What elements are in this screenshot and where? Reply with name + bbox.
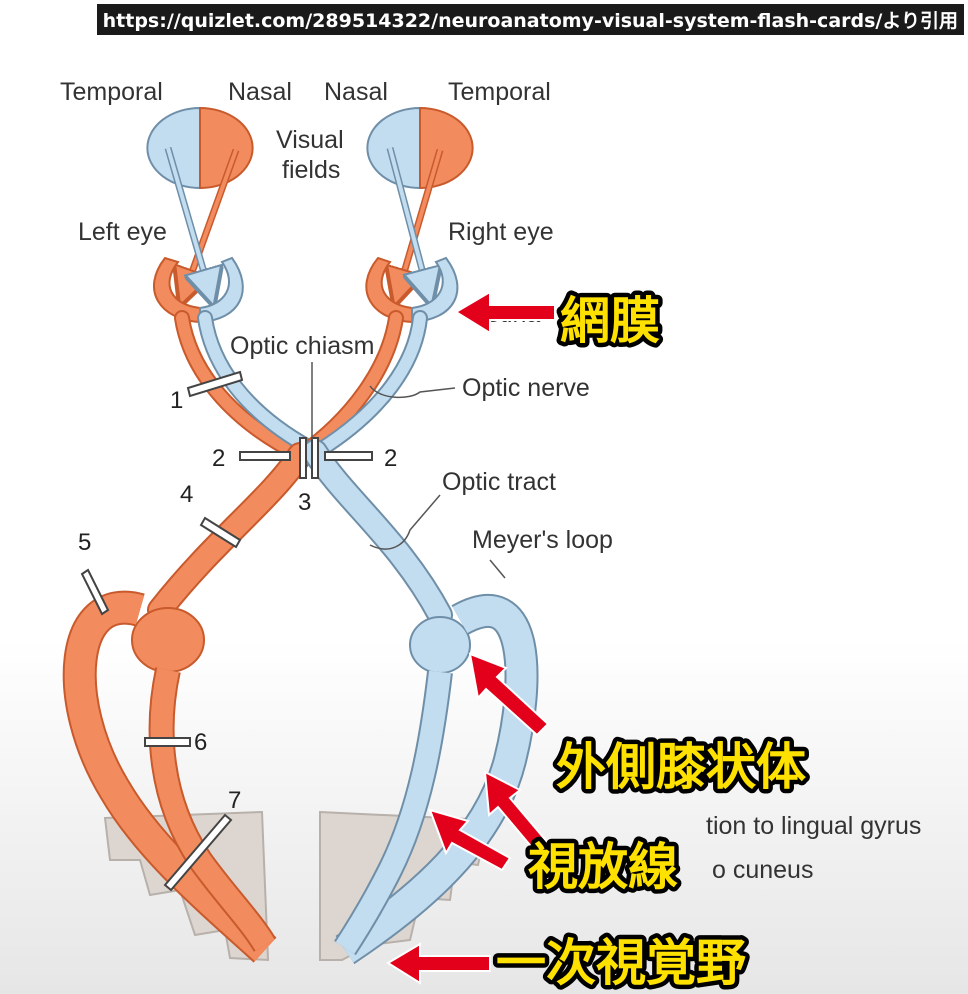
lesion-number-7: 7 [228, 787, 241, 814]
arrow-retina [454, 290, 556, 335]
label-left-eye: Left eye [78, 218, 167, 246]
label-cuneus: o cuneus [712, 856, 813, 884]
japanese-callouts: 網膜 外側膝状体 視放線 一次視覚野 [492, 288, 811, 994]
right-lgn [409, 616, 471, 674]
left-optic-radiation [62, 590, 277, 963]
source-banner: https://quizlet.com/289514322/neuroanato… [96, 4, 964, 35]
right-optic-tract [302, 439, 453, 628]
label-optic-nerve: Optic nerve [462, 374, 590, 402]
label-right-eye: Right eye [448, 218, 554, 246]
red-arrows [386, 290, 556, 985]
left-optic-tract [147, 442, 313, 623]
arrow-lgn [468, 652, 550, 737]
label-lingual-gyrus: tion to lingual gyrus [706, 812, 921, 840]
right-retina [365, 256, 459, 324]
callout-lgn: 外側膝状体 [556, 738, 806, 796]
label-temporal-left: Temporal [60, 78, 163, 106]
label-optic-tract: Optic tract [442, 468, 556, 496]
label-visual-fields-line1: Visual [276, 126, 344, 154]
label-nasal-right: Nasal [324, 78, 388, 106]
label-meyers-loop: Meyer's loop [472, 526, 613, 554]
arrow-radiation-lower [428, 808, 512, 872]
lesion-marks [80, 370, 373, 892]
lesion-number-4: 4 [180, 481, 193, 508]
callout-optic-radiation: 視放線 [528, 838, 678, 896]
right-visual-field [366, 106, 474, 190]
lesion-numbers: 1 2 2 3 4 5 6 7 [78, 387, 397, 814]
lesion-number-1: 1 [170, 387, 183, 414]
lesion-number-6: 6 [194, 729, 207, 756]
label-optic-chiasm: Optic chiasm [230, 332, 374, 360]
callout-retina: 網膜 [560, 292, 660, 350]
label-temporal-right: Temporal [448, 78, 551, 106]
left-visual-field [146, 106, 254, 190]
left-retina [153, 256, 244, 324]
left-lgn [131, 607, 205, 673]
light-rays [164, 147, 440, 300]
lesion-number-2-left: 2 [212, 445, 225, 472]
lesion-number-2-right: 2 [384, 445, 397, 472]
callout-primary-visual-cortex: 一次視覚野 [496, 934, 746, 992]
label-nasal-left: Nasal [228, 78, 292, 106]
label-visual-fields-line2: fields [282, 156, 340, 184]
lesion-number-5: 5 [78, 529, 91, 556]
arrow-radiation-upper [483, 770, 550, 853]
arrow-v1 [386, 942, 491, 985]
right-optic-radiation [334, 594, 539, 965]
leader-lines [311, 362, 506, 579]
lesion-number-3: 3 [298, 489, 311, 516]
